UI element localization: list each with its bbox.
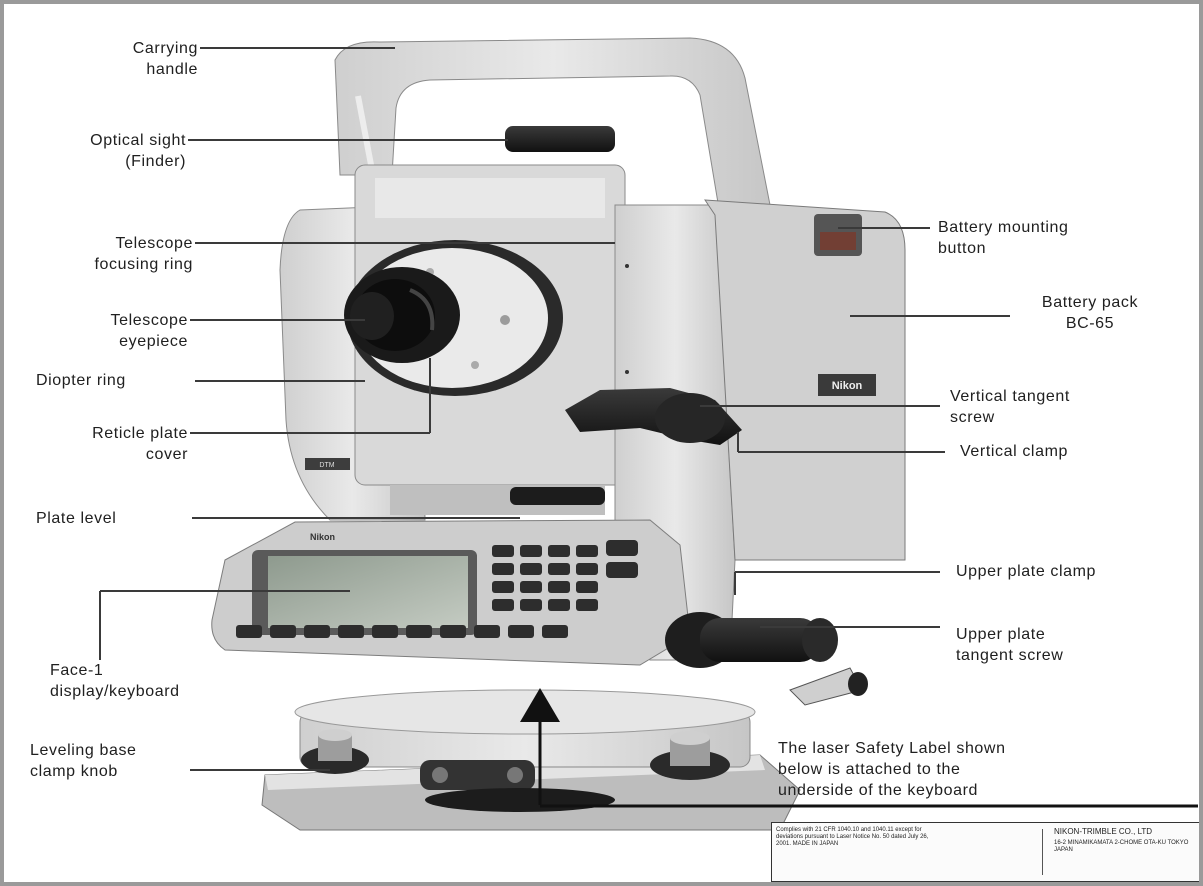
diagram-canvas: DTM Nikon (0, 0, 1203, 886)
frame-border (0, 0, 1203, 886)
